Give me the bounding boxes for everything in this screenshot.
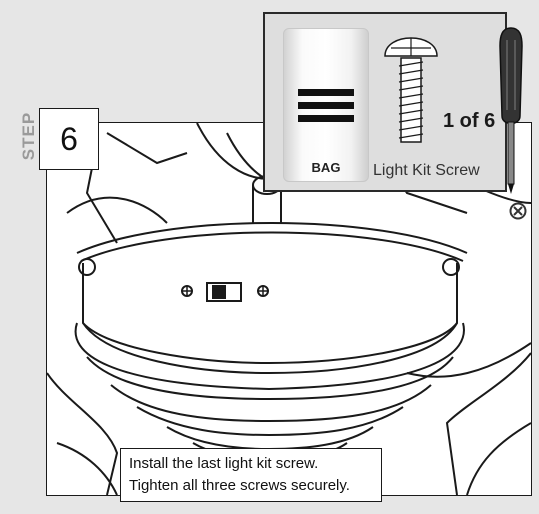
step-prefix: STEP: [19, 111, 38, 161]
bag-stripe: [298, 89, 354, 96]
bag-label: BAG: [311, 160, 341, 175]
bag-stripe: [298, 115, 354, 122]
bag-stripe: [298, 102, 354, 109]
hardware-bag: BAG: [283, 28, 369, 182]
step-tab: STEP: [18, 106, 40, 166]
light-kit-screw-icon: [384, 37, 438, 143]
instruction-caption: Install the last light kit screw. Tighte…: [120, 448, 382, 502]
screwdriver-icon: [499, 27, 523, 194]
step-number: 6: [39, 108, 99, 170]
quantity-label: 1 of 6: [443, 110, 496, 132]
caption-line-1: Install the last light kit screw.: [129, 455, 319, 472]
part-name-label: Light Kit Screw: [373, 162, 480, 179]
hardware-panel: BAG 1 of 6 Light Kit Screw: [263, 12, 507, 192]
phillips-head-icon: [509, 202, 527, 220]
caption-line-2: Tighten all three screws securely.: [129, 477, 350, 494]
ceiling-fan-light-kit-drawing: [47, 123, 531, 495]
